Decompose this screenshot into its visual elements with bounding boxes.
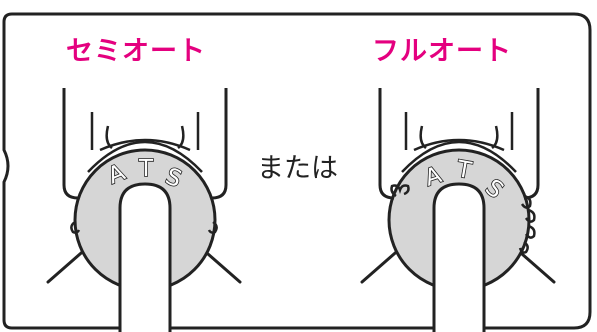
full-ring-arc xyxy=(401,140,517,173)
full-lever-tabs xyxy=(404,112,514,150)
semi-lever xyxy=(118,182,172,332)
semi-left-bracket xyxy=(62,88,79,200)
outer-frame xyxy=(2,12,592,330)
full-auto-label: フルオート xyxy=(372,36,512,67)
full-ats-letter-t: T xyxy=(454,156,474,184)
semi-knob-bumps xyxy=(70,220,218,234)
semi-auto-illustration: A T S xyxy=(46,88,242,332)
semi-ats-letter-t: T xyxy=(138,156,154,182)
full-left-bracket xyxy=(378,88,395,200)
or-label: または xyxy=(257,153,338,184)
full-knob-jagged-right xyxy=(518,194,536,254)
semi-right-bracket xyxy=(211,88,228,200)
full-knob-jagged-left xyxy=(390,184,410,198)
semi-ring-arc xyxy=(87,140,203,173)
semi-auto-label: セミオート xyxy=(66,36,206,67)
full-right-bracket xyxy=(523,88,540,200)
full-auto-illustration: A T S xyxy=(360,88,556,332)
full-lever xyxy=(432,182,486,332)
semi-lever-tabs xyxy=(90,112,200,150)
